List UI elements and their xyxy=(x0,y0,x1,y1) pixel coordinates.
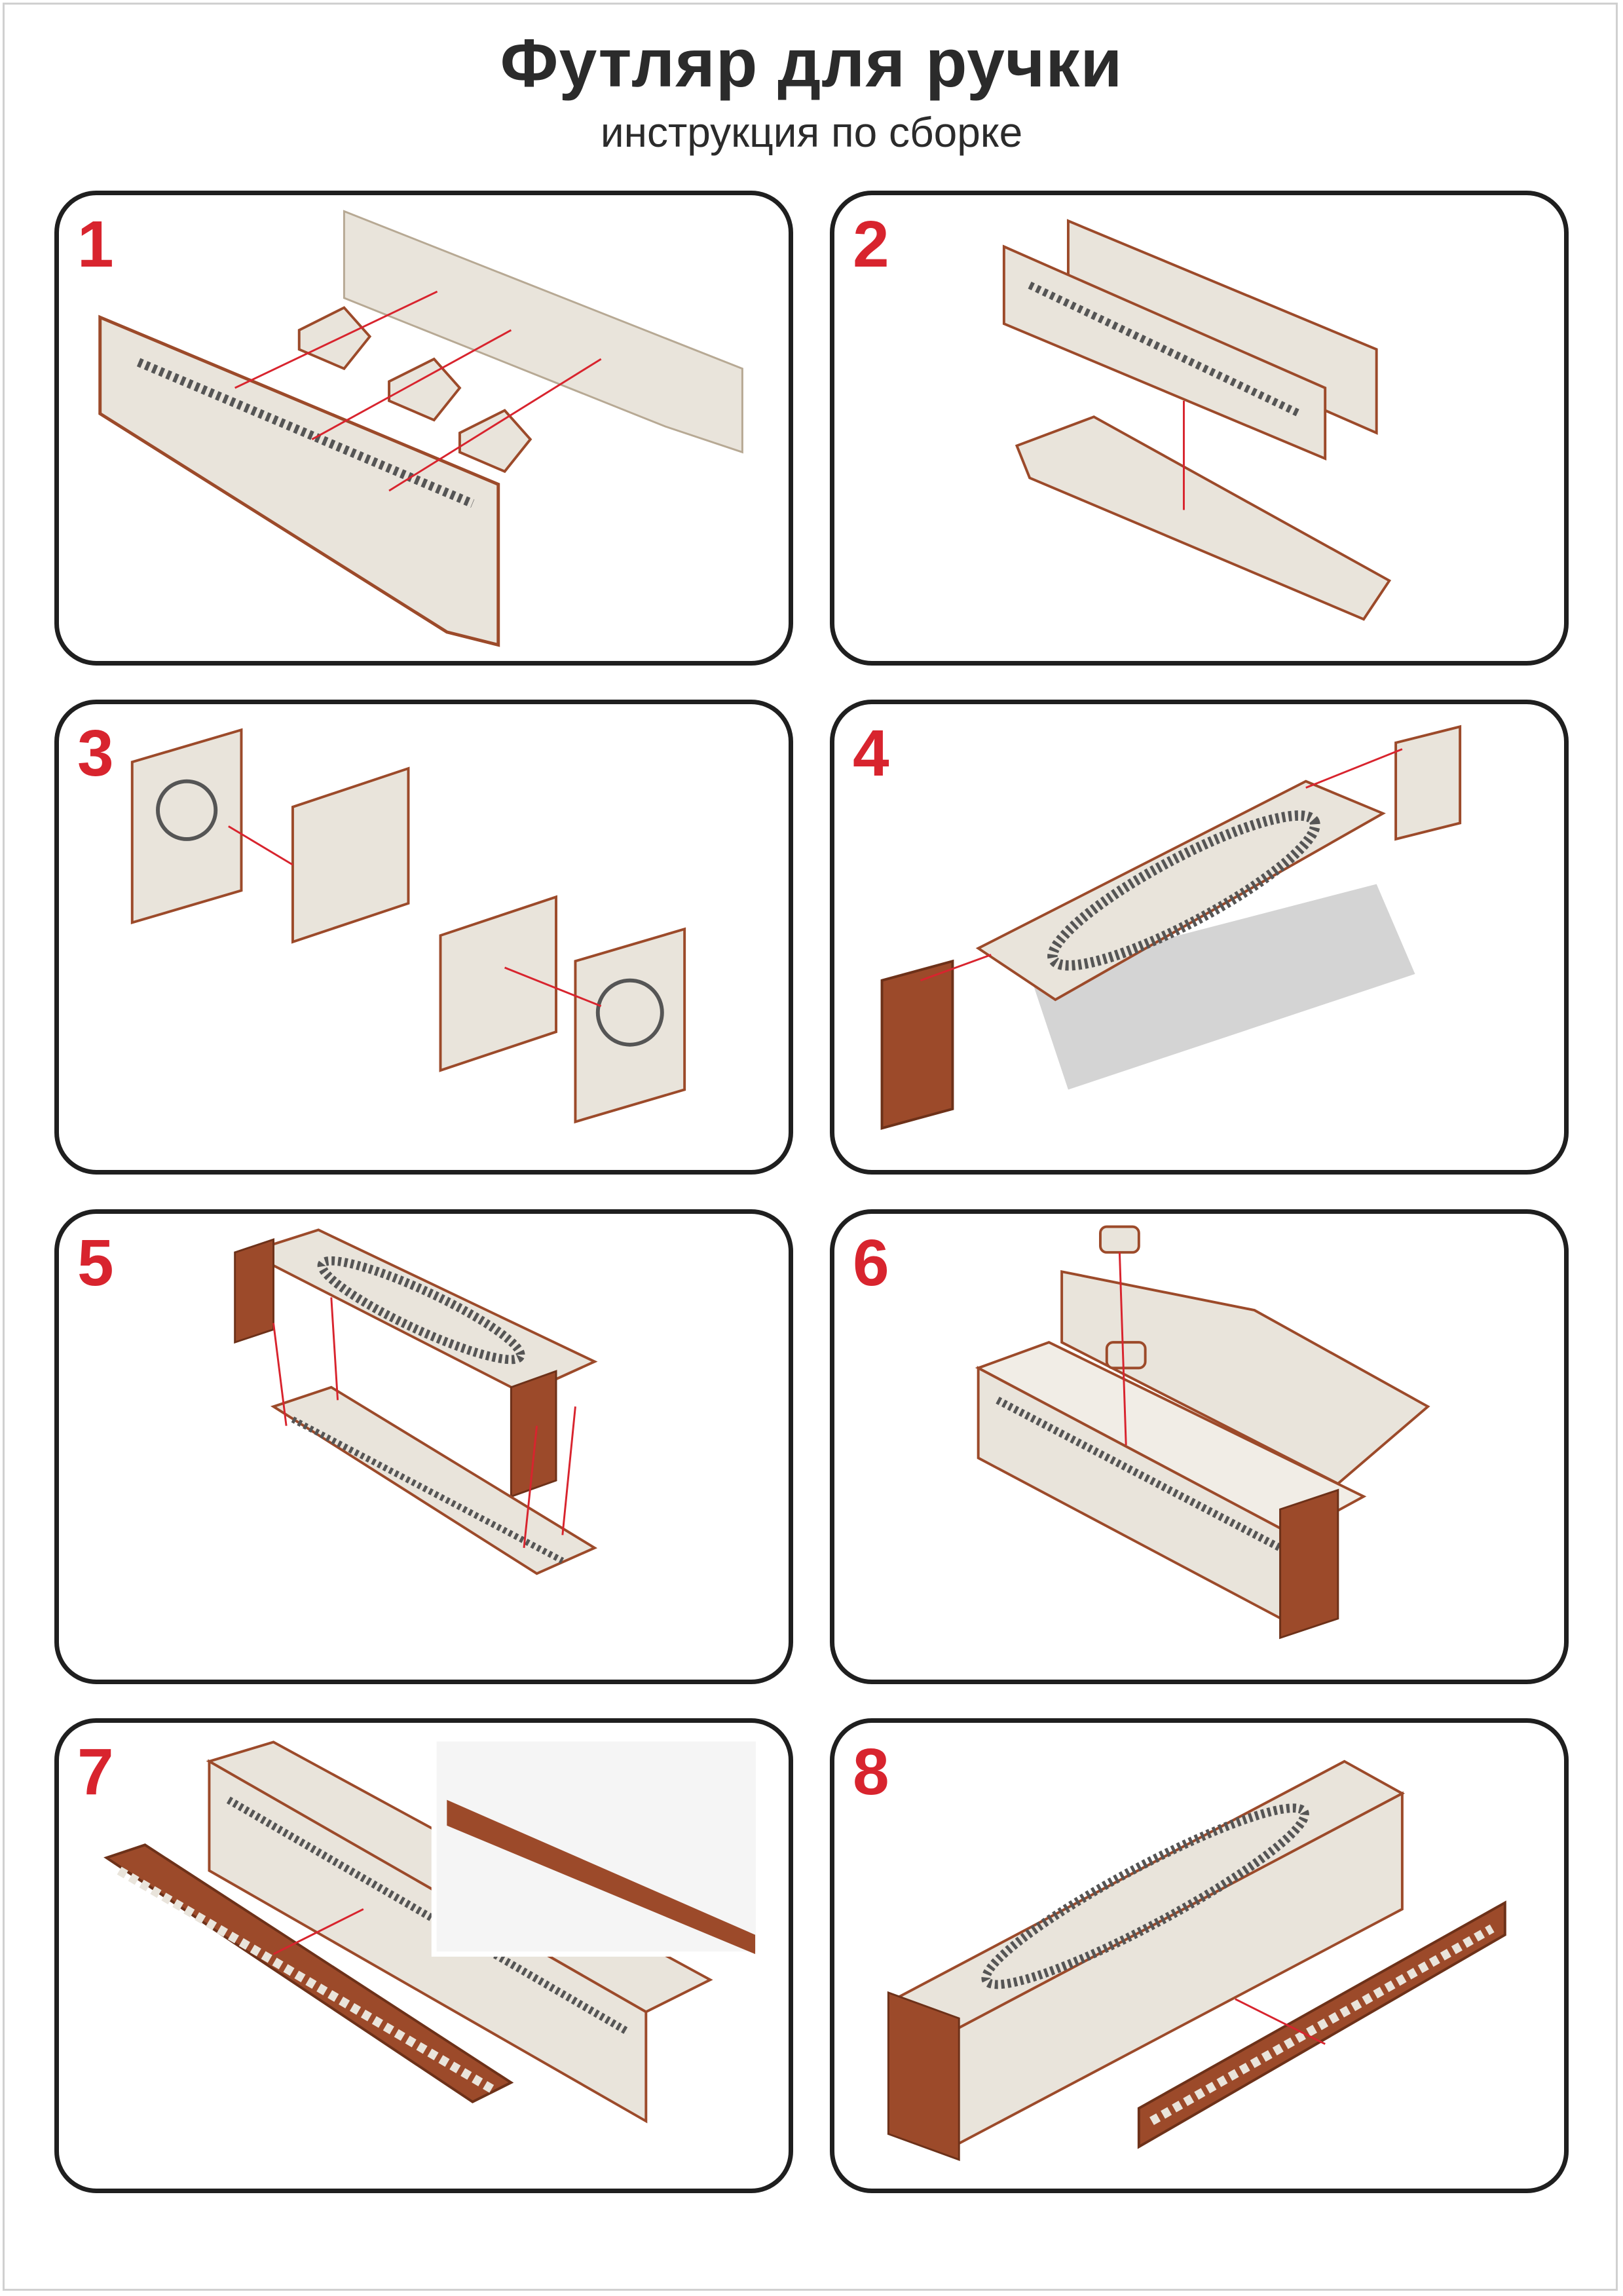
step-6-illustration xyxy=(975,1225,1430,1640)
back-side-panel xyxy=(343,210,743,454)
step-number: 8 xyxy=(853,1735,889,1809)
step-panel-4: 4 xyxy=(830,700,1569,1175)
step-panel-1: 1 xyxy=(54,191,793,666)
assembly-guide-lines xyxy=(272,1297,576,1549)
step-8-illustration xyxy=(887,1760,1506,2161)
step-1-illustration xyxy=(98,210,743,647)
step-panel-2: 2 xyxy=(830,191,1569,666)
step-5-illustration xyxy=(234,1228,598,1575)
end-panel-right xyxy=(510,1370,557,1498)
lid-panel xyxy=(975,780,1386,1002)
step-number: 6 xyxy=(853,1226,889,1300)
steps-grid: 1 2 xyxy=(54,191,1569,2197)
step-2-illustration xyxy=(1002,219,1392,621)
lattice-pattern xyxy=(136,358,475,508)
step-number: 2 xyxy=(853,208,889,281)
open-lid xyxy=(1060,1270,1430,1486)
end-panel-left xyxy=(234,1238,274,1344)
step-number: 5 xyxy=(77,1226,114,1300)
page-border xyxy=(3,3,1618,2291)
front-side-panel xyxy=(98,314,500,647)
end-panel-left xyxy=(880,959,954,1130)
lattice-pattern xyxy=(317,1256,525,1364)
step-number: 7 xyxy=(77,1735,114,1809)
step-panel-7: 7 xyxy=(54,1718,793,2193)
step-panel-8: 8 xyxy=(830,1718,1569,2193)
step-number: 4 xyxy=(853,717,889,790)
bottom-panel xyxy=(1015,415,1392,621)
step-panel-3: 3 xyxy=(54,700,793,1175)
step-3-illustration xyxy=(130,728,686,1124)
step-panel-5: 5 xyxy=(54,1209,793,1684)
end-panel-ornamental-left xyxy=(130,728,243,925)
latch-part xyxy=(1099,1225,1140,1254)
page-subtitle: инструкция по сборке xyxy=(600,109,1023,156)
inner-end-panel-left xyxy=(291,766,410,944)
lattice-pattern xyxy=(981,1803,1309,1989)
assembly-guide-lines xyxy=(920,748,1403,982)
step-7-illustration xyxy=(103,1736,761,2124)
end-panel-ornamental-right xyxy=(574,927,686,1124)
assembly-guide-line xyxy=(1235,1998,1326,2045)
end-panel-right xyxy=(1394,725,1462,841)
step-number: 3 xyxy=(77,717,114,790)
page-title: Футляр для ручки xyxy=(500,26,1123,102)
inner-end-panel-right xyxy=(439,895,557,1072)
assembly-guide-lines xyxy=(234,290,602,492)
step-4-illustration xyxy=(880,725,1462,1130)
end-panel xyxy=(887,1991,960,2161)
lid-assembly xyxy=(244,1228,598,1395)
assembly-guide-lines xyxy=(228,825,602,1007)
lattice-pattern xyxy=(1028,281,1301,417)
end-panel xyxy=(1279,1488,1339,1640)
lattice-pattern xyxy=(1047,810,1320,971)
step-number: 1 xyxy=(77,208,114,281)
divider-parts xyxy=(297,306,532,474)
assembly-guide-line xyxy=(1118,1252,1127,1446)
shadow xyxy=(1030,884,1415,1090)
step-panel-6: 6 xyxy=(830,1209,1569,1684)
assembly-guide-line xyxy=(272,1908,364,1955)
base-assembly xyxy=(270,1385,598,1575)
